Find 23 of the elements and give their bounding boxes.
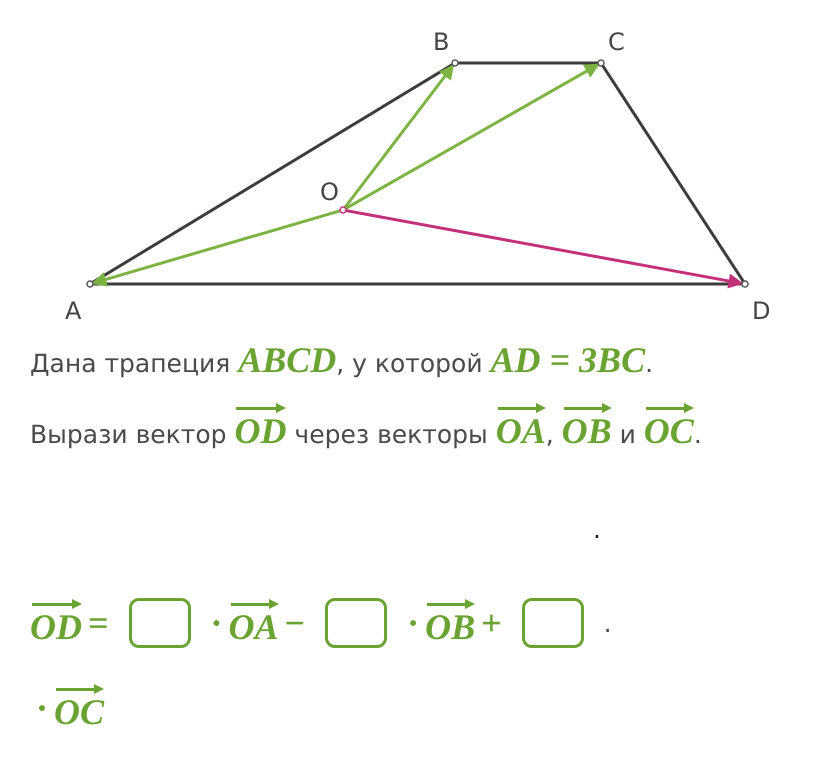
task-question: Вырази вектор OD через векторы OA, OB и OC. (30, 400, 720, 470)
math-operator: + (481, 602, 502, 644)
trapezoid-side (92, 63, 454, 284)
vector-arrow (346, 209, 744, 288)
point-label: D (752, 299, 770, 323)
math-operator: · (210, 602, 223, 644)
dot-mark: . (593, 515, 601, 544)
vector-arrow (344, 64, 454, 209)
point-label: C (608, 30, 625, 54)
math-operator: − (284, 602, 306, 644)
math-operator: · (407, 602, 420, 644)
math-operator: = (88, 602, 109, 644)
math-operator: · (36, 687, 48, 729)
math-operator: . (604, 608, 612, 638)
point-label: O (320, 180, 339, 204)
vector-arrow (344, 63, 600, 210)
vector-arrow (91, 209, 341, 287)
trapezoid-side (93, 282, 742, 286)
trapezoid-side (458, 62, 598, 64)
trapezoid-side (601, 64, 745, 282)
point-label: A (65, 299, 82, 323)
task-statement: Дана трапеция ABCD, у которой AD = 3BC. (30, 339, 654, 382)
point-label: B (433, 30, 450, 54)
